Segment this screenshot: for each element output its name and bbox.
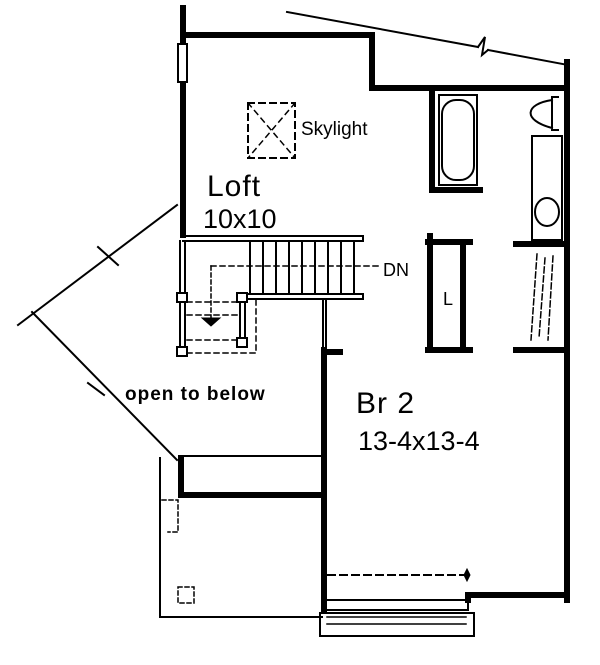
stairs-down-label: DN — [383, 260, 409, 280]
wall-deck — [178, 455, 327, 498]
window-sill — [319, 612, 475, 637]
bathtub — [438, 94, 478, 186]
wall-br2-left — [322, 299, 327, 351]
window-bottom — [325, 599, 469, 611]
stair-inner-rail — [239, 299, 246, 341]
wall-tub — [429, 85, 483, 193]
window-loft-left — [177, 43, 188, 83]
toilet — [529, 96, 559, 131]
dim-tick — [86, 245, 120, 397]
dim-line-upper — [16, 203, 179, 327]
stair-arrow-head — [200, 317, 222, 327]
room-name-loft: Loft — [207, 170, 262, 203]
open-to-below-label: open to below — [125, 384, 266, 405]
room-dimensions-br2: 13-4x13-4 — [358, 426, 480, 456]
wall-bottom-right — [465, 592, 570, 603]
stair-balusters — [249, 240, 355, 295]
roof-line — [285, 10, 570, 67]
sink — [534, 197, 560, 227]
vanity — [531, 135, 563, 241]
deck-outline — [159, 455, 323, 618]
wall-closet — [513, 241, 568, 353]
deck-post — [177, 586, 195, 604]
beam-end — [463, 567, 471, 583]
window-sill-lines — [326, 616, 467, 625]
skylight — [247, 102, 296, 159]
stair-post — [236, 337, 248, 348]
room-name-br2: Br 2 — [356, 387, 416, 420]
break-mark-top — [476, 36, 490, 58]
dim-line-lower — [30, 310, 179, 462]
linen-closet-label: L — [443, 289, 454, 309]
stair-post — [176, 346, 188, 357]
stair-rail-top — [182, 235, 364, 242]
room-dimensions-loft: 10x10 — [203, 204, 277, 234]
stair-post — [236, 292, 248, 303]
skylight-cross — [246, 101, 297, 160]
closet-doors — [530, 253, 554, 341]
deck-dashed — [161, 499, 179, 533]
skylight-label: Skylight — [301, 119, 368, 140]
stair-post — [176, 292, 188, 303]
wall-linen — [425, 233, 473, 353]
wall-loft-top — [180, 32, 568, 91]
bathtub-inner — [441, 99, 475, 181]
